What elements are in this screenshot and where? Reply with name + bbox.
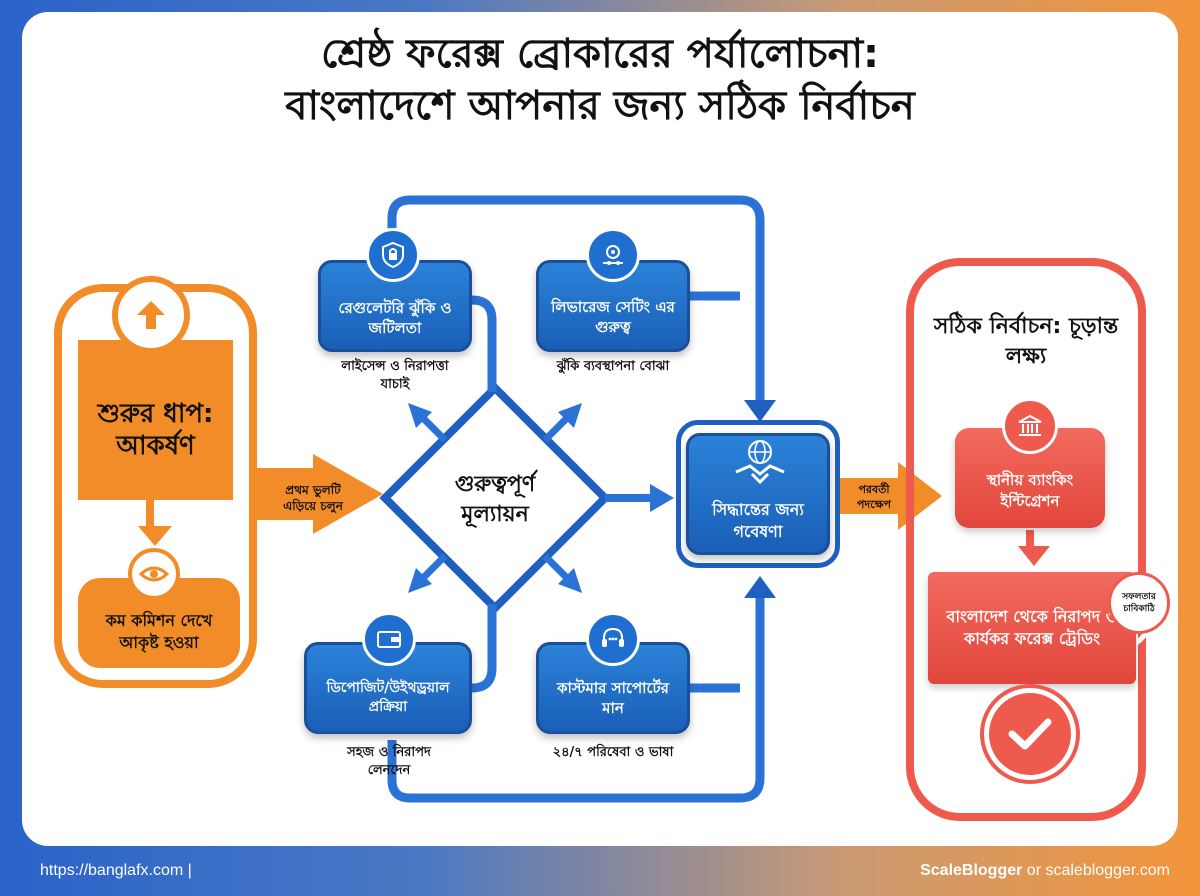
footer-source-link[interactable]: https://banglafx.com | (40, 862, 192, 879)
start-right-arrow (253, 454, 383, 534)
factor-regulatory-title: রেগুলেটরি ঝুঁকি ও জটিলতা (338, 299, 452, 337)
research-label: সিদ্ধান্তের জন্য গবেষণা (712, 500, 804, 541)
factor-leverage-title: লিভারেজ সেটিং এর গুরুত্ব (551, 298, 675, 336)
footer-credit-rest: or scaleblogger.com (1022, 862, 1170, 879)
start-heading: শুরুর ধাপ: আকর্ষণ (97, 399, 214, 461)
lock-shield-icon (366, 228, 420, 282)
factor-deposit-caption: সহজ ও নিরাপদ লেনদেন (347, 745, 431, 778)
start-block (78, 340, 233, 500)
goal-panel-outline (906, 258, 1146, 821)
start-sub-box: কম কমিশন দেখে আকৃষ্ট হওয়া (78, 578, 240, 668)
goal-heading: সঠিক নির্বাচন: চূড়ান্ত লক্ষ্য (933, 314, 1119, 369)
start-down-arrow (138, 526, 172, 546)
headset-icon (586, 612, 640, 666)
research-box: সিদ্ধান্তের জন্য গবেষণা (676, 420, 840, 568)
footer-brand: ScaleBlogger (920, 862, 1023, 879)
checkmark-icon (984, 688, 1076, 780)
banking-label: স্থানীয় ব্যাংকিং ইন্টিগ্রেশন (986, 471, 1074, 510)
wallet-icon (362, 612, 416, 666)
eye-icon (128, 548, 180, 600)
handshake-globe-icon (730, 438, 790, 488)
gear-icon (586, 228, 640, 282)
page-title: শ্রেষ্ঠ ফরেক্স ব্রোকারের পর্যালোচনা: বাং… (22, 28, 1178, 132)
factor-support-title: কাস্টমার সাপোর্টের মান (557, 679, 669, 717)
success-badge: সফলতার চাবিকাঠি (1108, 572, 1170, 634)
start-icon (112, 276, 190, 354)
factor-regulatory-caption: লাইসেন্স ও নিরাপত্তা যাচাই (341, 359, 449, 392)
trading-box: বাংলাদেশ থেকে নিরাপদ ও কার্যকর ফরেক্স ট্… (928, 572, 1136, 684)
factor-deposit-title: ডিপোজিট/উইথড্রয়াল প্রক্রিয়া (326, 680, 450, 715)
footer-credit: ScaleBlogger or scaleblogger.com (920, 862, 1170, 880)
next-step-label: পরবর্তী পদক্ষেপ (856, 483, 892, 511)
research-inner: সিদ্ধান্তের জন্য গবেষণা (686, 433, 830, 555)
start-sub-text: কম কমিশন দেখে আকৃষ্ট হওয়া (105, 611, 213, 652)
up-arrow-icon (137, 301, 165, 329)
title-line-2: বাংলাদেশে আপনার জন্য সঠিক নির্বাচন (285, 83, 915, 129)
center-label: গুরুত্বপূর্ণ মূল্যায়ন (454, 472, 536, 527)
factor-leverage-caption: ঝুঁকি ব্যবস্থাপনা বোঝা (556, 359, 670, 374)
bank-icon (1002, 398, 1058, 454)
title-line-1: শ্রেষ্ঠ ফরেক্স ব্রোকারের পর্যালোচনা: (320, 31, 880, 77)
trading-label: বাংলাদেশ থেকে নিরাপদ ও কার্যকর ফরেক্স ট্… (946, 607, 1118, 648)
next-step-arrow (838, 462, 942, 530)
success-badge-label: সফলতার চাবিকাঠি (1122, 592, 1156, 614)
start-arrow-label: প্রথম ভুলটি এড়িয়ে চলুন (283, 483, 343, 513)
factor-support-caption: ২৪/৭ পরিষেবা ও ভাষা (552, 745, 674, 760)
